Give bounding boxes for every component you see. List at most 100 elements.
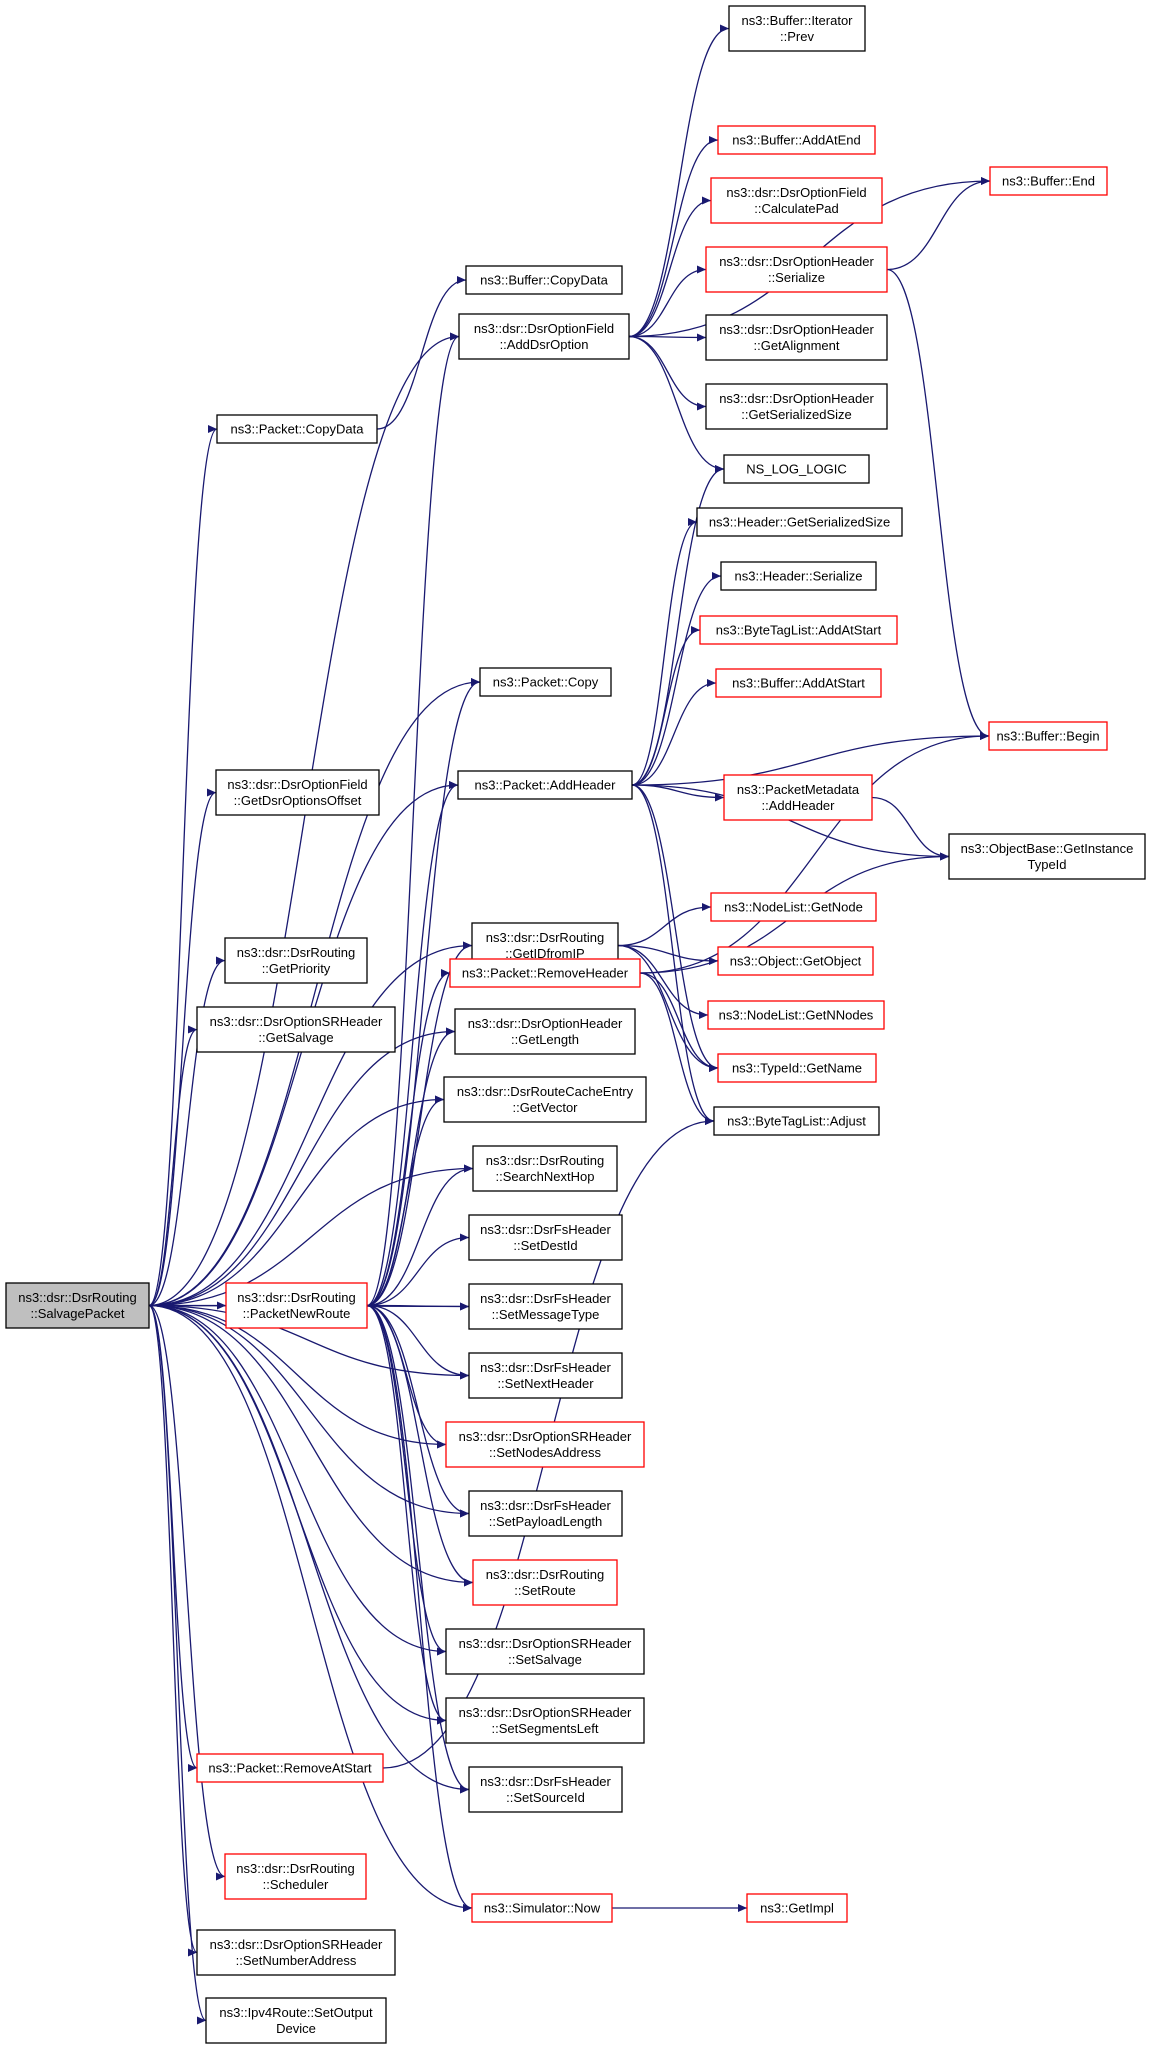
node-dsroptionsrheader-setnodesaddress[interactable]: ns3::dsr::DsrOptionSRHeader::SetNodesAdd… [445, 1421, 645, 1468]
node-box [196, 1753, 384, 1783]
node-dsrfsheader-setsourceid[interactable]: ns3::dsr::DsrFsHeader::SetSourceId [468, 1766, 623, 1813]
node-label-line: ns3::ObjectBase::GetInstance [961, 841, 1134, 856]
node-buffer-end[interactable]: ns3::Buffer::End [989, 166, 1108, 196]
node-label-line: ::GetLength [511, 1032, 579, 1047]
node-packetmetadata-addheader[interactable]: ns3::PacketMetadata::AddHeader [723, 774, 873, 821]
edge-dsroptionfield-adddsroption-to-dsroptionheader-getserializedsize [628, 335, 707, 411]
edge-dsroptionfield-adddsroption-to-dsroptionheader-getalignment [628, 333, 707, 342]
node-buffer-begin[interactable]: ns3::Buffer::Begin [988, 721, 1108, 751]
edge-salvage-packet-to-dsrrouting-getidfromip [148, 941, 473, 1307]
node-box [705, 246, 888, 293]
node-typeid-getname[interactable]: ns3::TypeId::GetName [717, 1053, 877, 1083]
edge-salvage-packet-to-dsrrouting-setroute [148, 1304, 474, 1587]
edge-dsrrouting-packetnewroute-to-dsrroutecacheentry-getvector [366, 1095, 445, 1307]
edge-dsrrouting-packetnewroute-to-packet-removeheader [366, 969, 451, 1307]
node-box [196, 1929, 396, 1976]
node-dsrrouting-setroute[interactable]: ns3::dsr::DsrRouting::SetRoute [472, 1559, 618, 1606]
node-dsrfsheader-setmessagetype[interactable]: ns3::dsr::DsrFsHeader::SetMessageType [468, 1283, 623, 1330]
node-object-getobject[interactable]: ns3::Object::GetObject [717, 946, 874, 976]
node-getimpl[interactable]: ns3::GetImpl [746, 1893, 848, 1923]
node-dsroptionfield-adddsroption[interactable]: ns3::dsr::DsrOptionField::AddDsrOption [458, 313, 630, 360]
node-label-line: NS_LOG_LOGIC [746, 462, 846, 477]
node-label-line: ns3::dsr::DsrFsHeader [480, 1222, 611, 1237]
node-buffer-copydata[interactable]: ns3::Buffer::CopyData [465, 265, 623, 295]
node-dsroptionsrheader-setsegmentsleft[interactable]: ns3::dsr::DsrOptionSRHeader::SetSegments… [445, 1697, 645, 1744]
node-dsroptionheader-serialize[interactable]: ns3::dsr::DsrOptionHeader::Serialize [705, 246, 888, 293]
node-dsrrouting-searchnexthop[interactable]: ns3::dsr::DsrRouting::SearchNextHop [472, 1145, 618, 1192]
node-label-line: ns3::dsr::DsrRouting [18, 1290, 137, 1305]
node-box [710, 177, 883, 224]
node-label-line: ::PacketNewRoute [243, 1306, 351, 1321]
node-box [215, 769, 380, 816]
node-dsroptionsrheader-getsalvage[interactable]: ns3::dsr::DsrOptionSRHeader::GetSalvage [196, 1006, 396, 1053]
node-label-line: ns3::dsr::DsrOptionSRHeader [210, 1937, 383, 1952]
node-box [948, 833, 1146, 880]
edge-salvage-packet-to-dsroptionsrheader-setnodesaddress [148, 1304, 447, 1449]
node-box [465, 265, 623, 295]
edge-dsrrouting-packetnewroute-to-dsrrouting-searchnexthop [366, 1164, 474, 1307]
node-dsroptionheader-getalignment[interactable]: ns3::dsr::DsrOptionHeader::GetAlignment [705, 314, 888, 361]
node-dsrfsheader-setnextheader[interactable]: ns3::dsr::DsrFsHeader::SetNextHeader [468, 1352, 623, 1399]
edge-salvage-packet-to-ipv4route-setoutputdevice [148, 1304, 207, 2025]
node-label-line: ns3::NodeList::GetNode [724, 900, 863, 915]
node-ns-log-logic[interactable]: NS_LOG_LOGIC [723, 454, 870, 484]
node-dsrfsheader-setdestid[interactable]: ns3::dsr::DsrFsHeader::SetDestId [468, 1214, 623, 1261]
node-label-line: ns3::Buffer::End [1002, 174, 1095, 189]
node-header-getserializedsize[interactable]: ns3::Header::GetSerializedSize [696, 507, 903, 537]
node-dsrfsheader-setpayloadlength[interactable]: ns3::dsr::DsrFsHeader::SetPayloadLength [468, 1490, 623, 1537]
node-label-line: ::AddHeader [762, 798, 836, 813]
node-buffer-addatstart[interactable]: ns3::Buffer::AddAtStart [715, 668, 882, 698]
node-label-line: ::AddDsrOption [500, 337, 589, 352]
node-dsroptionsrheader-setnumberaddress[interactable]: ns3::dsr::DsrOptionSRHeader::SetNumberAd… [196, 1929, 396, 1976]
node-label-line: ::CalculatePad [754, 201, 839, 216]
edge-dsrrouting-packetnewroute-to-dsroptionsrheader-setsalvage [366, 1304, 447, 1656]
node-label-line: ::GetVector [512, 1100, 578, 1115]
node-box [443, 1076, 647, 1123]
node-bytetaglist-addatstart[interactable]: ns3::ByteTagList::AddAtStart [699, 615, 898, 645]
node-dsroptionsrheader-setsalvage[interactable]: ns3::dsr::DsrOptionSRHeader::SetSalvage [445, 1628, 645, 1675]
node-box [468, 1766, 623, 1813]
edge-packet-removeheader-to-bytetaglist-adjust [639, 972, 715, 1126]
edge-dsroptionheader-serialize-to-buffer-begin [886, 268, 990, 740]
edge-dsrrouting-packetnewroute-to-dsrrouting-getidfromip [366, 941, 473, 1307]
edge-salvage-packet-to-packet-copydata [148, 425, 218, 1307]
node-buffer-iterator-prev[interactable]: ns3::Buffer::Iterator::Prev [728, 5, 866, 52]
node-box [717, 125, 876, 155]
node-packet-copy[interactable]: ns3::Packet::Copy [479, 667, 612, 697]
node-label-line: ::GetPriority [262, 961, 331, 976]
node-dsroptionheader-getlength[interactable]: ns3::dsr::DsrOptionHeader::GetLength [454, 1008, 636, 1055]
node-box [989, 166, 1108, 196]
node-dsrrouting-getpriority[interactable]: ns3::dsr::DsrRouting::GetPriority [224, 937, 368, 984]
node-label-line: ns3::Simulator::Now [484, 1901, 601, 1916]
node-box [468, 1352, 623, 1399]
node-header-serialize[interactable]: ns3::Header::Serialize [720, 561, 877, 591]
node-box [449, 958, 641, 988]
node-nodelist-getnnodes[interactable]: ns3::NodeList::GetNNodes [707, 1000, 885, 1030]
node-simulator-now[interactable]: ns3::Simulator::Now [471, 1893, 613, 1923]
node-label-line: ns3::dsr::DsrOptionHeader [719, 322, 874, 337]
node-label-line: ns3::Packet::RemoveHeader [462, 966, 629, 981]
node-dsrroutecacheentry-getvector[interactable]: ns3::dsr::DsrRouteCacheEntry::GetVector [443, 1076, 647, 1123]
node-buffer-addatend[interactable]: ns3::Buffer::AddAtEnd [717, 125, 876, 155]
node-dsroptionfield-calculatepad[interactable]: ns3::dsr::DsrOptionField::CalculatePad [710, 177, 883, 224]
edge-salvage-packet-to-simulator-now [148, 1304, 473, 1913]
node-dsrrouting-packetnewroute[interactable]: ns3::dsr::DsrRouting::PacketNewRoute [225, 1282, 368, 1329]
node-dsroptionfield-getdsroptionsoffset[interactable]: ns3::dsr::DsrOptionField::GetDsrOptionsO… [215, 769, 380, 816]
node-label-line: ::SetNextHeader [497, 1376, 594, 1391]
node-box [468, 1490, 623, 1537]
edge-salvage-packet-to-dsroptionfield-adddsroption [148, 332, 460, 1307]
node-label-line: ns3::Header::Serialize [735, 569, 863, 584]
node-dsrrouting-scheduler[interactable]: ns3::dsr::DsrRouting::Scheduler [224, 1853, 367, 1900]
node-dsroptionheader-getserializedsize[interactable]: ns3::dsr::DsrOptionHeader::GetSerialized… [705, 383, 888, 430]
node-packet-addheader[interactable]: ns3::Packet::AddHeader [457, 770, 633, 800]
edge-dsrrouting-packetnewroute-to-dsroptionheader-getlength [366, 1027, 456, 1307]
node-bytetaglist-adjust[interactable]: ns3::ByteTagList::Adjust [713, 1106, 880, 1136]
node-packet-removeheader[interactable]: ns3::Packet::RemoveHeader [449, 958, 641, 988]
node-label-line: ns3::Buffer::CopyData [480, 273, 608, 288]
node-packet-removeatstart[interactable]: ns3::Packet::RemoveAtStart [196, 1753, 384, 1783]
node-packet-copydata[interactable]: ns3::Packet::CopyData [216, 414, 378, 444]
node-nodelist-getnode[interactable]: ns3::NodeList::GetNode [710, 892, 877, 922]
node-box [717, 946, 874, 976]
